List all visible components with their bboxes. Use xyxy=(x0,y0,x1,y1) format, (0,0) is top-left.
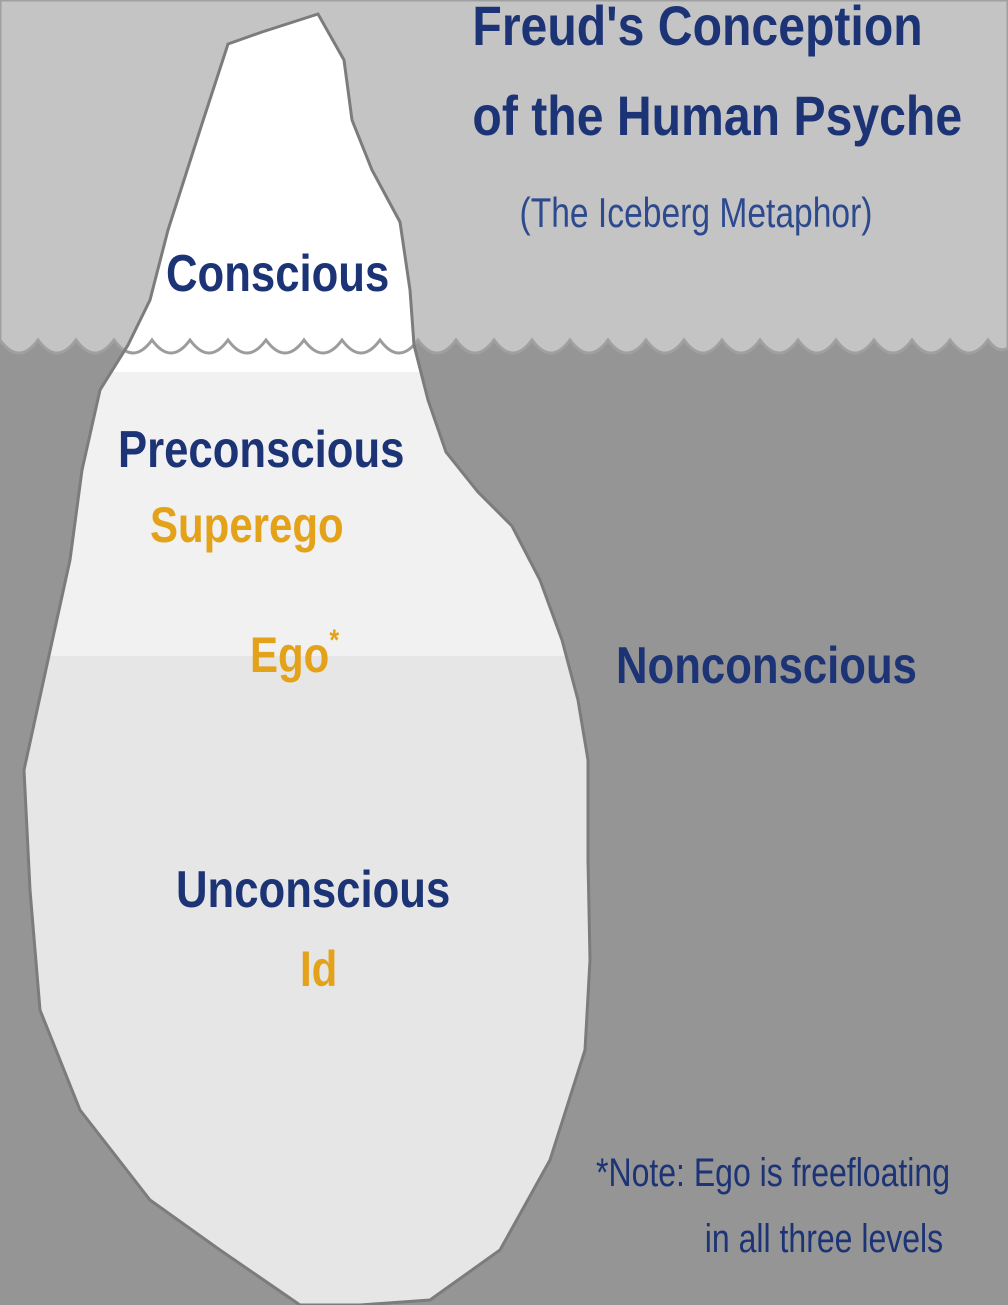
iceberg-waterline xyxy=(112,337,458,355)
preconscious-label: Preconscious xyxy=(118,421,405,479)
ego-label: Ego* xyxy=(250,626,339,683)
ego-note: *Note: Ego is freefloating in all three … xyxy=(596,1140,950,1272)
nonconscious-label: Nonconscious xyxy=(616,637,917,695)
conscious-label: Conscious xyxy=(166,245,390,303)
diagram-title-line-1: Freud's Conception xyxy=(472,0,923,57)
ego-note-line-2: in all three levels xyxy=(704,1217,944,1261)
unconscious-label: Unconscious xyxy=(176,861,451,919)
diagram-title-line-2: of the Human Psyche xyxy=(472,84,963,147)
ego-note-line-1: *Note: Ego is freefloating xyxy=(596,1151,950,1195)
ego-text: Ego xyxy=(250,627,330,683)
id-label: Id xyxy=(300,941,338,997)
ego-asterisk: * xyxy=(329,624,340,657)
iceberg-outline xyxy=(22,12,592,1305)
superego-label: Superego xyxy=(150,497,344,553)
diagram-subtitle: (The Iceberg Metaphor) xyxy=(519,189,873,236)
